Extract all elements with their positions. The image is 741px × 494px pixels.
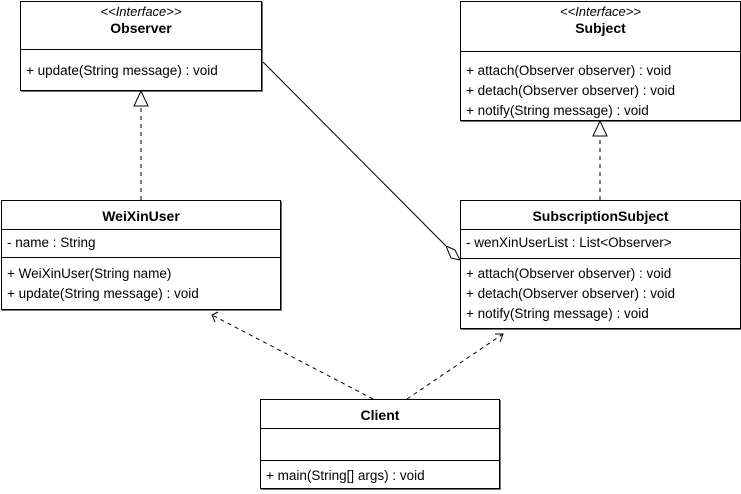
subject-operations: + attach(Observer observer) : void + det… (461, 51, 740, 123)
dependency-client-subscription (406, 333, 504, 400)
operation-item: + update(String message) : void (7, 286, 199, 301)
realization-arrowhead (592, 119, 608, 137)
attribute-item: - name : String (7, 235, 96, 250)
realization-subscription-subject (592, 119, 608, 200)
operation-item: + notify(String message) : void (466, 103, 649, 118)
weixinuser-operations: + WeiXinUser(String name) + update(Strin… (2, 257, 280, 306)
operation-item: + notify(String message) : void (466, 306, 649, 321)
dependency-arrowhead (211, 311, 219, 323)
realization-weixinuser-observer (133, 89, 149, 200)
subject-name: Subject (575, 20, 626, 36)
operation-item: + WeiXinUser(String name) (7, 266, 172, 281)
subscriptionsubject-attributes: - wenXinUserList : List<Observer> (461, 229, 740, 258)
client-attributes (261, 428, 499, 460)
observer-stereotype: <<Interface>> (100, 4, 182, 19)
subject-interface[interactable]: <<Interface>> Subject + attach(Observer … (460, 1, 741, 121)
weixinuser-attributes: - name : String (2, 229, 280, 257)
weixinuser-class[interactable]: WeiXinUser - name : String + WeiXinUser(… (1, 200, 281, 310)
dependency-client-weixinuser (211, 311, 374, 400)
dependency-arrowhead (495, 333, 504, 343)
observer-interface[interactable]: <<Interface>> Observer + update(String m… (20, 1, 262, 91)
client-operations: + main(String[] args) : void (261, 460, 499, 488)
realization-arrowhead (133, 89, 149, 107)
aggregation-diamond (445, 245, 461, 261)
subscriptionsubject-class[interactable]: SubscriptionSubject - wenXinUserList : L… (460, 200, 741, 329)
operation-item: + update(String message) : void (26, 63, 218, 78)
weixinuser-name: WeiXinUser (102, 208, 180, 224)
subscriptionsubject-operations: + attach(Observer observer) : void + det… (461, 258, 740, 326)
operation-item: + attach(Observer observer) : void (466, 266, 672, 281)
attribute-item: - wenXinUserList : List<Observer> (466, 235, 672, 250)
client-class[interactable]: Client + main(String[] args) : void (260, 399, 500, 489)
operation-item: + attach(Observer observer) : void (466, 63, 672, 78)
aggregation-subscription-observer (262, 61, 461, 261)
operation-item: + detach(Observer observer) : void (466, 286, 675, 301)
observer-operations: + update(String message) : void (21, 49, 261, 83)
observer-name: Observer (110, 20, 172, 36)
client-name: Client (360, 407, 400, 423)
subscriptionsubject-name: SubscriptionSubject (532, 208, 669, 224)
subject-stereotype: <<Interface>> (560, 4, 641, 19)
operation-item: + main(String[] args) : void (266, 468, 425, 483)
operation-item: + detach(Observer observer) : void (466, 83, 675, 98)
